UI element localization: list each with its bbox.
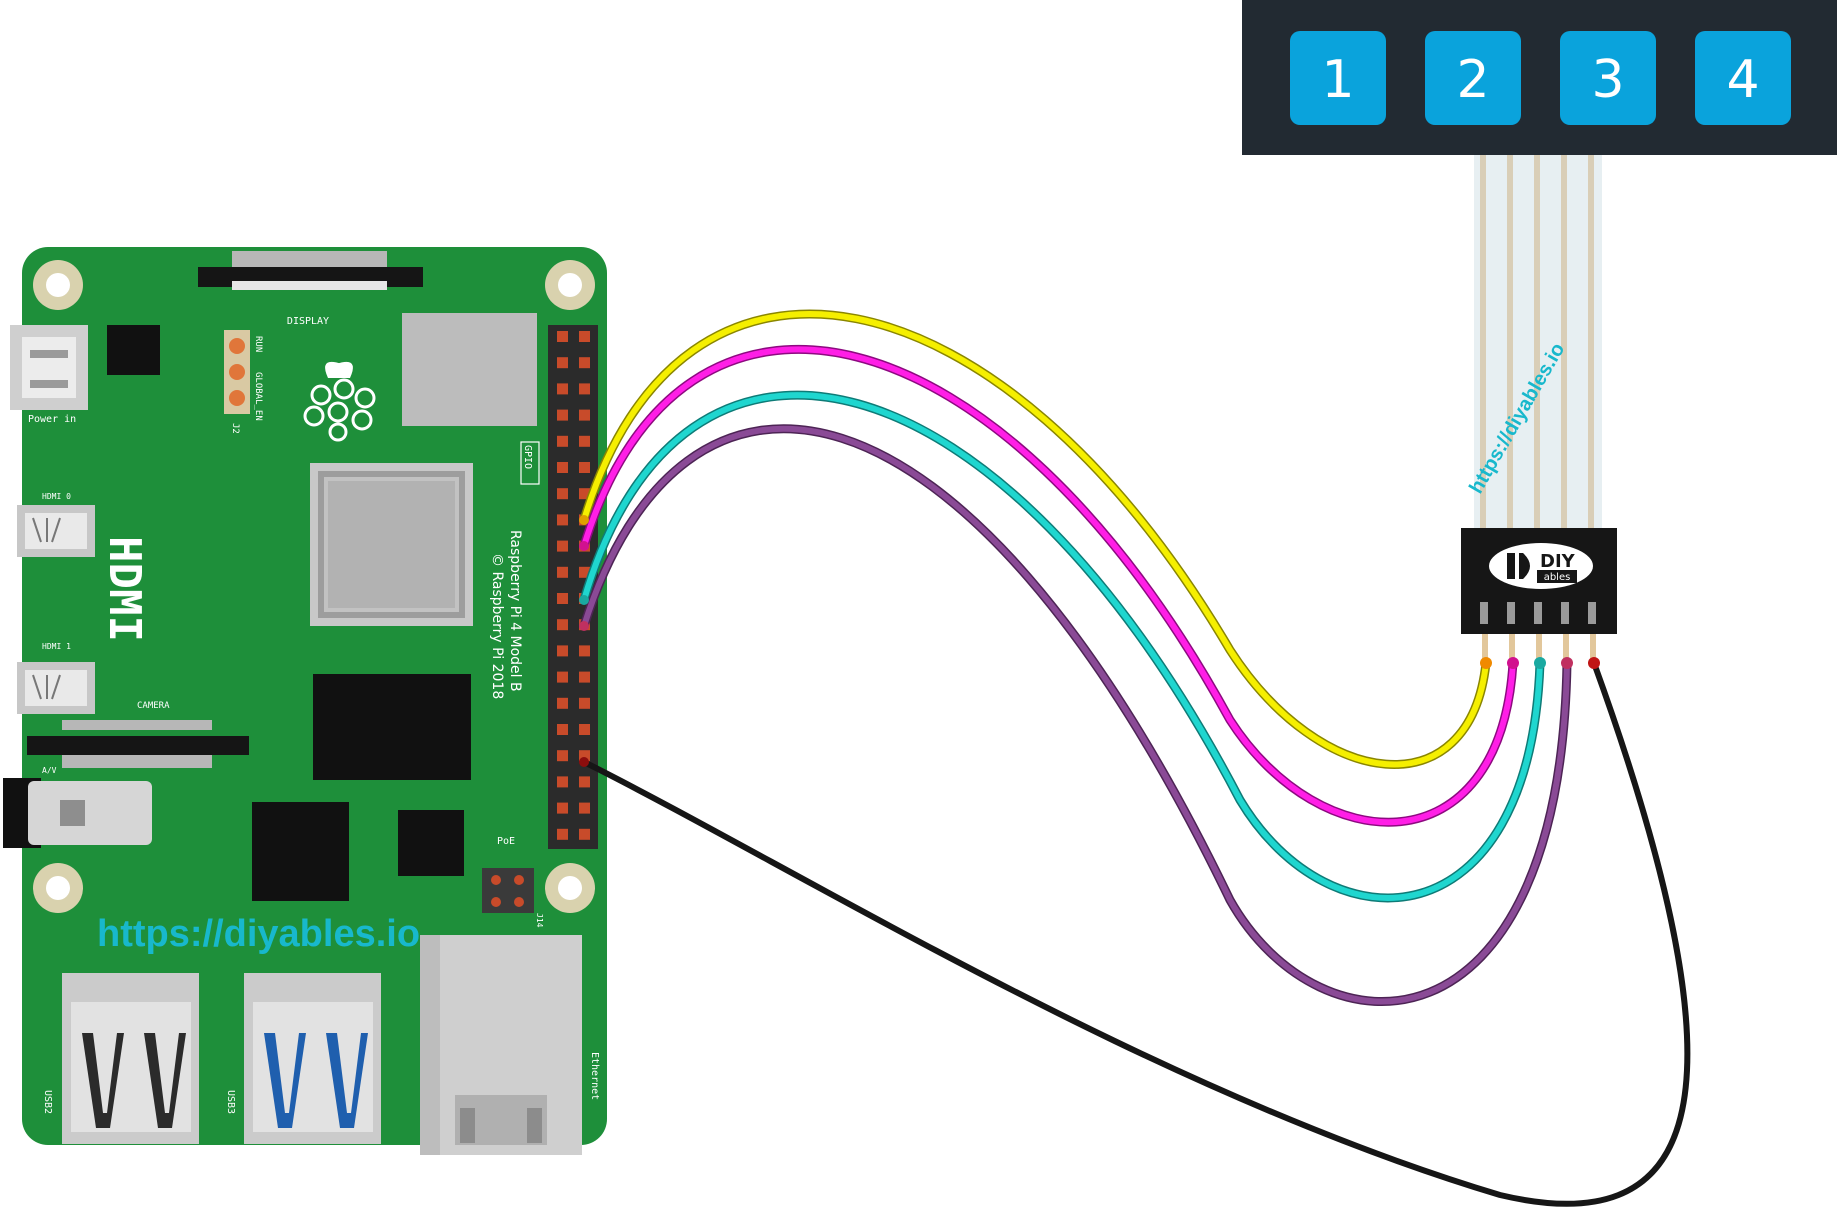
gpio-pin <box>557 828 568 840</box>
j14-label: J14 <box>535 913 544 928</box>
gpio-pin <box>557 750 568 762</box>
hdmi1-port: HDMI 1 <box>17 642 95 714</box>
power-in-port: Power in <box>10 325 88 425</box>
copyright-label: © Raspberry Pi 2018 <box>489 553 505 699</box>
gpio-pin <box>557 697 568 709</box>
poe-label: PoE <box>497 836 515 847</box>
gpio-pin <box>557 566 568 578</box>
gpio-pin <box>579 566 590 578</box>
usb3-label: USB3 <box>225 1090 236 1114</box>
gpio-pin <box>557 724 568 735</box>
hdmi-label: HDMI <box>99 536 150 642</box>
purple-wire <box>579 424 1572 1006</box>
soc-chip <box>310 463 473 626</box>
gpio-pin <box>557 645 568 657</box>
hdmi1-label: HDMI 1 <box>42 642 71 651</box>
gpio-pin <box>557 514 568 526</box>
gpio-pin <box>579 671 590 683</box>
key-2-label: 2 <box>1456 50 1489 110</box>
camera-label: CAMERA <box>137 701 170 711</box>
gpio-pin <box>579 488 590 500</box>
purple-wire <box>581 425 1570 1005</box>
gpio-pin <box>557 802 568 814</box>
run-header: RUN GLOBAL_EN J2 <box>224 330 263 434</box>
yellow-wire <box>579 309 1491 769</box>
keypad-connector: DIY ables <box>1461 528 1617 662</box>
wires <box>579 309 1691 1207</box>
gpio-pin <box>579 383 590 395</box>
gpio-pin <box>557 435 568 447</box>
gpio-pin <box>557 671 568 683</box>
hdmi0-port: HDMI 0 <box>17 492 95 557</box>
av-jack: A/V <box>3 766 152 848</box>
poe-header: PoE J14 <box>482 836 544 928</box>
key-3[interactable]: 3 <box>1560 31 1656 125</box>
gpio-pin <box>579 357 590 369</box>
ethernet-label: Ethernet <box>589 1052 600 1100</box>
gpio-pin <box>557 776 568 788</box>
gpio-pin <box>579 828 590 840</box>
gpio-pin <box>557 409 568 421</box>
usb2-label: USB2 <box>42 1090 53 1114</box>
gpio-pin <box>579 697 590 709</box>
key-1[interactable]: 1 <box>1290 31 1386 125</box>
raspberry-pi-board: DISPLAY Power in RUN GLOBAL_EN J2 <box>3 247 607 1155</box>
gpio-pins <box>557 331 590 840</box>
gpio-pin <box>579 750 590 762</box>
gpio-pin <box>579 462 590 473</box>
gpio-pin <box>579 776 590 788</box>
global-en-label: GLOBAL_EN <box>253 372 263 421</box>
power-in-label: Power in <box>28 414 76 425</box>
display-connector: DISPLAY <box>198 251 423 327</box>
camera-connector: CAMERA <box>27 701 249 768</box>
ethernet-port: Ethernet <box>420 935 600 1155</box>
logo-bottom-text: ables <box>1544 572 1571 583</box>
yellow-wire <box>581 311 1489 768</box>
key-3-label: 3 <box>1591 50 1624 110</box>
raspberry-logo-icon <box>303 361 376 442</box>
gpio-pin <box>579 645 590 657</box>
gpio-pin <box>579 331 590 342</box>
key-4-label: 4 <box>1726 50 1759 110</box>
gpio-pin <box>557 619 568 631</box>
diyables-logo-icon <box>1507 553 1530 579</box>
gpio-pin <box>557 331 568 342</box>
key-2[interactable]: 2 <box>1425 31 1521 125</box>
wireless-module <box>402 313 537 426</box>
gpio-pin <box>557 357 568 369</box>
small-chip <box>398 810 464 876</box>
usb3-port: USB3 <box>225 973 381 1144</box>
watermark-url: https://diyables.io <box>97 913 420 955</box>
gpio-pin <box>557 462 568 473</box>
display-label: DISPLAY <box>287 316 329 327</box>
ram-chip <box>313 674 471 780</box>
magenta-wire <box>581 346 1516 826</box>
mounting-holes <box>33 260 595 913</box>
ribbon-cable: https://diyables.io <box>1465 155 1602 535</box>
cyan-wire <box>581 392 1543 901</box>
gpio-pin <box>557 488 568 500</box>
usb2-port: USB2 <box>42 973 199 1144</box>
key-4[interactable]: 4 <box>1695 31 1791 125</box>
logo-top-text: DIY <box>1540 551 1576 572</box>
run-label: RUN <box>253 336 263 352</box>
gpio-pin <box>579 409 590 421</box>
usb-controller-chip <box>252 802 349 901</box>
black-wire <box>582 661 1691 1207</box>
key-1-label: 1 <box>1321 50 1354 110</box>
av-label: A/V <box>42 766 57 775</box>
gpio-pin <box>579 724 590 735</box>
gpio-pin <box>557 593 568 604</box>
j2-label: J2 <box>230 423 240 434</box>
gpio-pin <box>579 802 590 814</box>
gpio-pin <box>579 435 590 447</box>
chip-small <box>107 325 160 375</box>
gpio-pin <box>557 383 568 395</box>
hdmi0-label: HDMI 0 <box>42 492 71 501</box>
gpio-label: GPIO <box>522 445 533 469</box>
model-label: Raspberry Pi 4 Model B <box>507 530 523 692</box>
gpio-pin <box>557 540 568 552</box>
membrane-keypad: https://diyables.io 1 2 3 4 DIY ables <box>1242 0 1837 662</box>
